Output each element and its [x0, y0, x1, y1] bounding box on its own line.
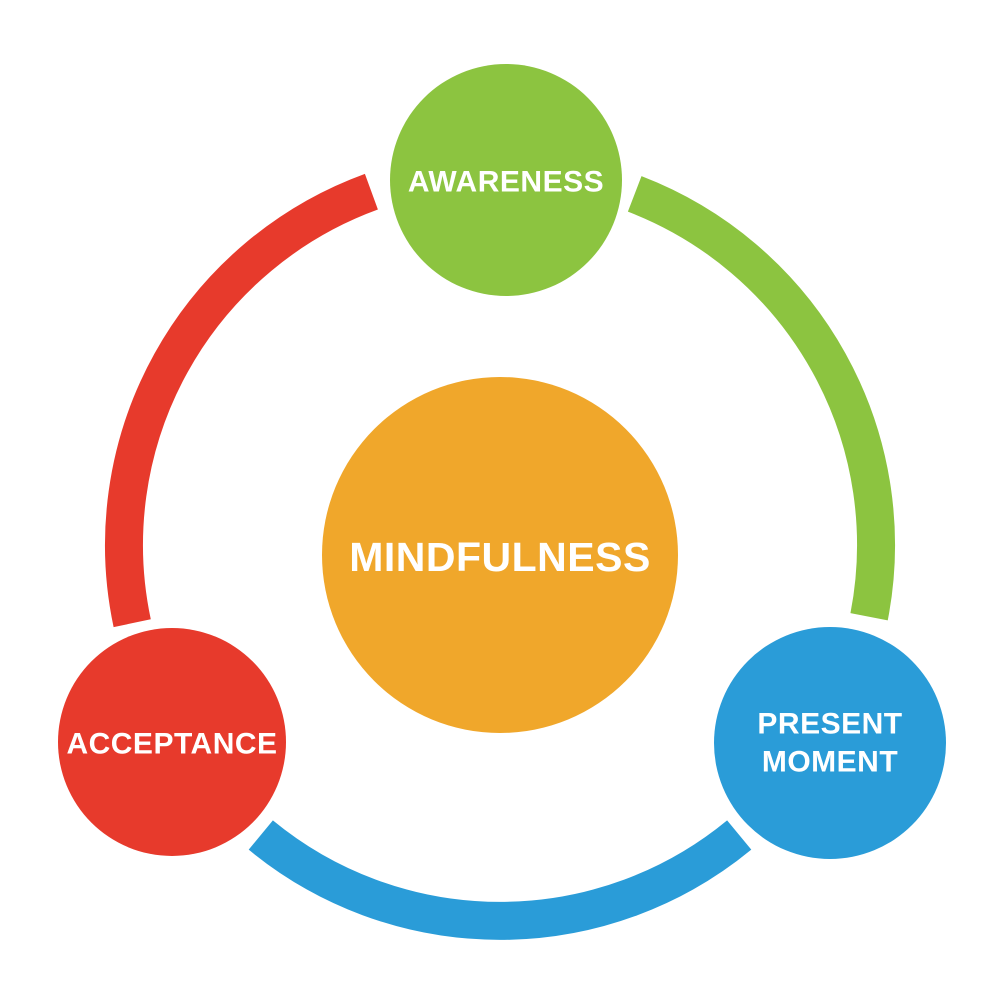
node-label-acceptance: ACCEPTANCE: [66, 728, 277, 761]
node-label-present-moment-line2: MOMENT: [762, 746, 898, 779]
connector-arc-awareness-to-present-moment: [627, 176, 895, 621]
node-circle-awareness: [390, 64, 622, 296]
center-circle-mindfulness: [322, 377, 678, 733]
connector-arc-acceptance-to-awareness: [104, 173, 378, 628]
center-label-mindfulness: MINDFULNESS: [349, 534, 651, 580]
node-label-awareness: AWARENESS: [408, 166, 604, 199]
connector-arc-present-moment-to-acceptance: [248, 820, 752, 940]
node-circle-present-moment: [714, 627, 946, 859]
node-circle-acceptance: [58, 628, 286, 856]
node-label-present-moment-line1: PRESENT: [757, 708, 902, 741]
